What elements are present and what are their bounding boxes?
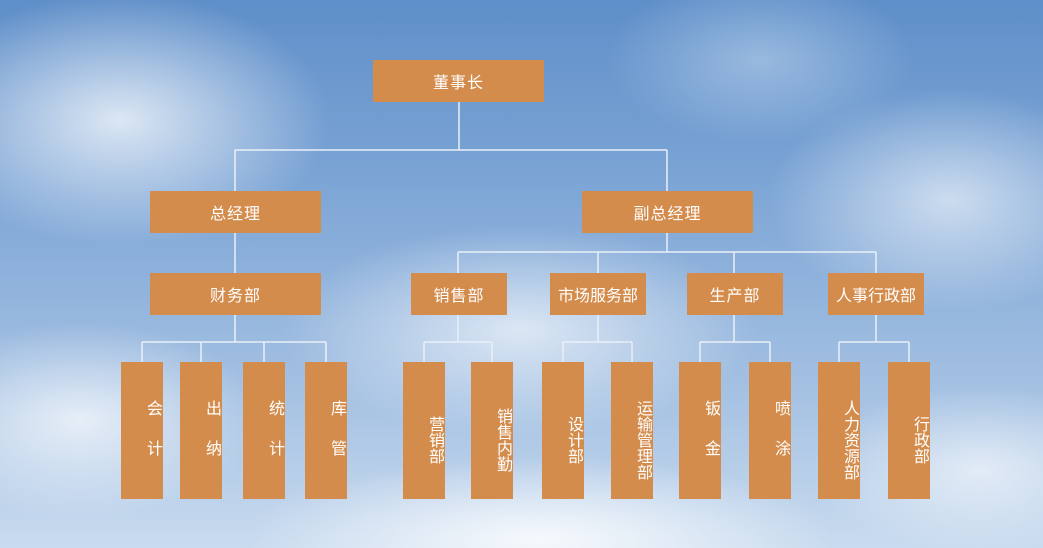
node-sales-internal: 销售内勤 [471, 362, 513, 499]
node-sales-internal-label: 销售内勤 [494, 407, 513, 472]
node-cashier: 出纳 [180, 362, 222, 499]
node-marketing-label: 营销部 [426, 415, 445, 464]
node-spraying: 喷涂 [749, 362, 791, 499]
node-sales-dept-label: 销售部 [433, 286, 485, 305]
node-human-resources-dept-label: 人力资源部 [841, 399, 860, 480]
node-cashier-label: 出纳 [203, 399, 222, 480]
node-sales-dept: 销售部 [411, 273, 507, 315]
node-marketing: 营销部 [403, 362, 445, 499]
node-accounting: 会计 [121, 362, 163, 499]
node-market-service-dept-label: 市场服务部 [557, 286, 638, 305]
node-production-dept: 生产部 [687, 273, 783, 315]
node-hr-admin-dept-label: 人事行政部 [835, 286, 916, 305]
node-general-manager: 总经理 [150, 191, 321, 233]
node-design-dept: 设计部 [542, 362, 584, 499]
node-deputy-general-manager: 副总经理 [582, 191, 753, 233]
node-statistics: 统计 [243, 362, 285, 499]
node-chairman-label: 董事长 [432, 73, 484, 92]
node-chairman: 董事长 [373, 60, 544, 102]
node-deputy-general-manager-label: 副总经理 [633, 204, 702, 223]
node-market-service-dept: 市场服务部 [550, 273, 646, 315]
node-accounting-label: 会计 [144, 399, 163, 480]
node-finance-dept: 财务部 [150, 273, 321, 315]
node-general-manager-label: 总经理 [209, 204, 261, 223]
node-administration-dept: 行政部 [888, 362, 930, 499]
node-finance-dept-label: 财务部 [209, 286, 261, 305]
node-administration-dept-label: 行政部 [911, 415, 930, 464]
node-transport-dept-label: 运输管理部 [634, 399, 653, 480]
node-production-dept-label: 生产部 [709, 286, 761, 305]
node-hr-admin-dept: 人事行政部 [828, 273, 924, 315]
node-transport-dept: 运输管理部 [611, 362, 653, 499]
node-spraying-label: 喷涂 [772, 399, 791, 480]
node-sheet-metal-label: 钣金 [702, 399, 721, 480]
node-warehouse-label: 库管 [328, 399, 347, 480]
node-sheet-metal: 钣金 [679, 362, 721, 499]
node-statistics-label: 统计 [266, 399, 285, 480]
node-warehouse: 库管 [305, 362, 347, 499]
node-human-resources-dept: 人力资源部 [818, 362, 860, 499]
node-design-dept-label: 设计部 [565, 415, 584, 464]
